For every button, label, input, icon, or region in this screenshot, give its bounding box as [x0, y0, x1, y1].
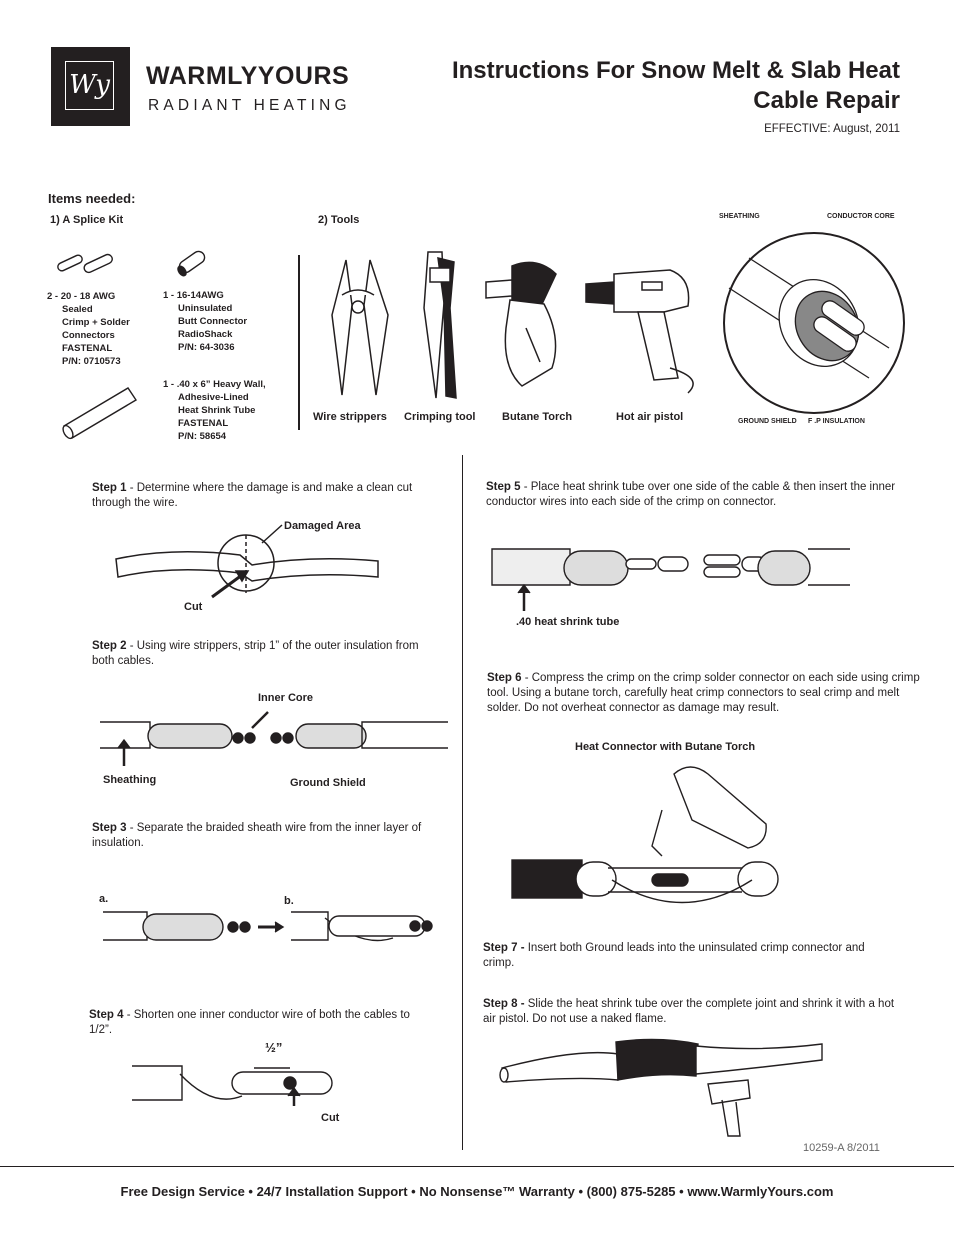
- step-6-text: Step 6 - Compress the crimp on the crimp…: [487, 672, 920, 714]
- crimping-tool-icon: [423, 251, 457, 399]
- column-divider: [462, 455, 463, 1150]
- butt-connector-icon: [177, 250, 206, 277]
- tool-label-butane-torch: Butane Torch: [502, 411, 573, 423]
- tool-label-crimping-tool: Crimping tool: [404, 411, 476, 423]
- wire-strippers-icon: [331, 259, 389, 396]
- brand-tagline: RADIANT HEATING: [148, 97, 351, 114]
- label-ground-shield: GROUND SHIELD: [738, 418, 797, 425]
- footer-divider: [0, 1166, 954, 1167]
- brand-name: WARMLYYOURS: [146, 62, 350, 90]
- label-conductor-core: CONDUCTOR CORE: [827, 213, 895, 220]
- page-title: Instructions For Snow Melt & Slab Heat C…: [451, 57, 900, 114]
- step-3-a-label: a.: [99, 893, 109, 905]
- step-3-b-label: b.: [284, 895, 294, 907]
- step-7-text: Step 7 - Insert both Ground leads into t…: [483, 942, 865, 969]
- step-2-inner-core-label: Inner Core: [258, 692, 314, 704]
- step-3-text: Step 3 - Separate the braided sheath wir…: [92, 822, 422, 849]
- splice-item-2: 1 - 16-14AWG Uninsulated Butt Connector …: [163, 290, 248, 353]
- label-fp-insulation: F .P INSULATION: [808, 418, 865, 425]
- hot-air-pistol-icon: [585, 269, 694, 394]
- step-1-cut-label: Cut: [184, 601, 203, 613]
- step-1-damaged-label: Damaged Area: [284, 520, 361, 532]
- step-4-cut-label: Cut: [321, 1112, 340, 1124]
- heat-shrink-tube-icon: [62, 387, 137, 440]
- step-6-caption: Heat Connector with Butane Torch: [575, 741, 756, 753]
- step-1-diagram: [115, 524, 379, 599]
- step-5-text: Step 5 - Place heat shrink tube over one…: [486, 481, 896, 508]
- splice-item-1: 2 - 20 - 18 AWG Sealed Crimp + Solder Co…: [47, 291, 130, 367]
- tools-heading: 2) Tools: [318, 214, 360, 226]
- step-8-text: Step 8 - Slide the heat shrink tube over…: [483, 998, 895, 1025]
- cable-cross-section-diagram: [723, 232, 905, 414]
- step-3-diagram: [103, 911, 433, 942]
- splice-item-3: 1 - .40 x 6” Heavy Wall, Adhesive-Lined …: [163, 379, 266, 442]
- tool-label-hot-air-pistol: Hot air pistol: [616, 411, 684, 423]
- step-2-text: Step 2 - Using wire strippers, strip 1” …: [92, 640, 419, 667]
- step-2-sheathing-label: Sheathing: [103, 774, 157, 786]
- tool-label-wire-strippers: Wire strippers: [313, 411, 387, 423]
- butane-torch-icon: [485, 261, 557, 387]
- step-6-diagram: [511, 766, 779, 904]
- logo: Wy: [51, 47, 130, 126]
- step-5-diagram: [491, 548, 850, 611]
- step-4-measure-label: ½”: [265, 1040, 283, 1055]
- step-8-diagram: [499, 1038, 823, 1137]
- effective-date: EFFECTIVE: August, 2011: [764, 123, 900, 135]
- divider: [298, 255, 300, 430]
- label-sheathing: SHEATHING: [719, 213, 760, 220]
- footer: Free Design Service • 24/7 Installation …: [120, 1184, 834, 1199]
- step-4-text: Step 4 - Shorten one inner conductor wir…: [89, 1009, 410, 1036]
- step-5-tube-label: .40 heat shrink tube: [516, 616, 620, 628]
- step-2-diagram: [100, 711, 448, 766]
- document-number: 10259-A 8/2011: [803, 1142, 880, 1154]
- logo-monogram: Wy: [65, 61, 114, 110]
- step-2-ground-shield-label: Ground Shield: [290, 777, 366, 789]
- step-4-diagram: [132, 1065, 333, 1106]
- splice-kit-heading: 1) A Splice Kit: [50, 214, 124, 226]
- crimp-connectors-icon: [57, 253, 113, 274]
- items-needed-heading: Items needed:: [48, 191, 136, 206]
- step-1-text: Step 1 - Determine where the damage is a…: [92, 482, 413, 509]
